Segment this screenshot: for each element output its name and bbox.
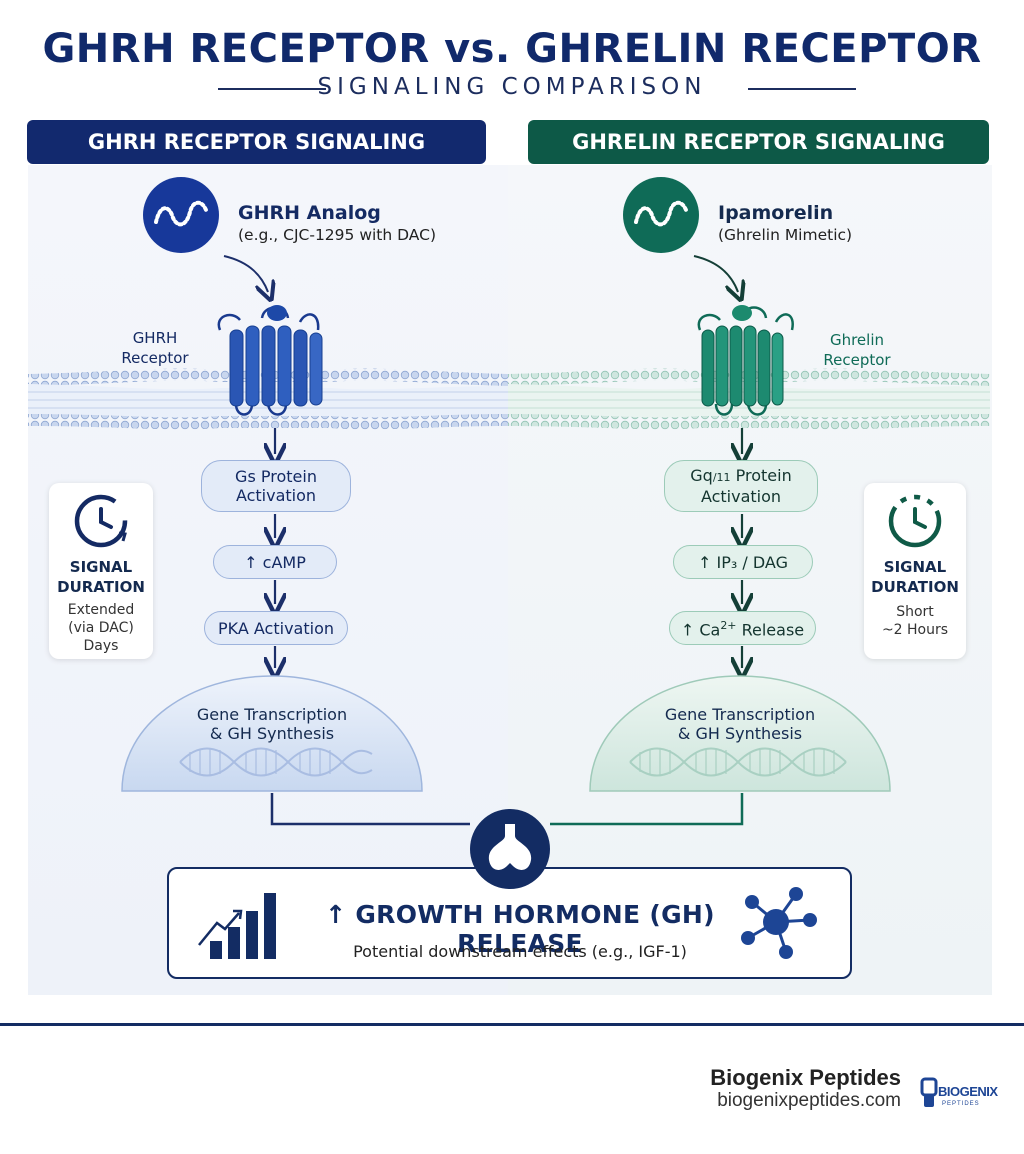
biogenix-logo: BIOGENIX PEPTIDES — [920, 1077, 999, 1107]
ipamorelin-icon — [623, 177, 699, 253]
right-step-ip3-dag: ↑ IP₃ / DAG — [673, 545, 813, 579]
left-binding-arrow — [223, 255, 268, 292]
subtitle-rule-right — [748, 88, 856, 90]
right-header: GHRELIN RECEPTOR SIGNALING — [528, 120, 989, 164]
left-receptor-label: GHRH Receptor — [121, 329, 189, 367]
ghrh-receptor-icon — [217, 305, 323, 416]
right-binding-arrow — [693, 255, 738, 292]
left-ligand-sub: (e.g., CJC-1295 with DAC) — [238, 226, 436, 244]
left-dna-icon — [179, 747, 373, 777]
bar-chart-growth-icon — [198, 893, 276, 959]
left-gene-label: Gene Transcription& GH Synthesis — [196, 705, 348, 743]
left-signal-duration-card: SIGNAL DURATION Extended (via DAC) Days — [49, 483, 153, 659]
clock-icon — [888, 494, 942, 548]
pituitary-gland-icon — [470, 809, 550, 889]
left-step-camp: ↑ cAMP — [213, 545, 337, 579]
right-connector — [550, 793, 744, 826]
right-step-ca-release: ↑ Ca2+ Release — [669, 611, 816, 645]
ghrelin-receptor-icon — [697, 305, 794, 416]
page-subtitle: SIGNALING COMPARISON — [317, 74, 707, 100]
right-ligand-sub: (Ghrelin Mimetic) — [718, 226, 853, 244]
right-signal-duration-card: SIGNAL DURATION Short ~2 Hours — [864, 483, 966, 659]
right-receptor-label: Ghrelin Receptor — [823, 331, 891, 369]
left-ligand-name: GHRH Analog — [238, 202, 381, 224]
left-nucleus-dome — [121, 675, 423, 792]
right-ligand-name: Ipamorelin — [718, 202, 834, 224]
subtitle-rule-left — [218, 88, 326, 90]
right-dna-icon — [629, 747, 847, 777]
gh-release-subtitle: Potential downstream effects (e.g., IGF-… — [353, 942, 687, 961]
logo-subtext: PEPTIDES — [942, 1101, 980, 1107]
page-title: GHRH RECEPTOR vs. GHRELIN RECEPTOR — [42, 26, 982, 72]
left-connector — [270, 793, 470, 826]
brand-website[interactable]: biogenixpeptides.com — [717, 1090, 901, 1111]
gh-release-title: ↑ GROWTH HORMONE (GH) RELEASE — [325, 900, 715, 958]
footer-rule — [0, 1023, 1024, 1026]
right-nucleus-dome — [589, 675, 891, 792]
brand-name: Biogenix Peptides — [710, 1065, 901, 1090]
right-gene-label: Gene Transcription& GH Synthesis — [664, 705, 816, 743]
logo-wordmark: BIOGENIX — [938, 1084, 998, 1099]
left-step-pka: PKA Activation — [204, 611, 348, 645]
molecule-network-icon — [741, 887, 817, 959]
left-header: GHRH RECEPTOR SIGNALING — [27, 120, 486, 164]
clock-icon — [74, 494, 128, 548]
ghrh-analog-icon — [143, 177, 219, 253]
right-step-gq-protein: Gq/11 Protein Activation — [664, 460, 818, 512]
